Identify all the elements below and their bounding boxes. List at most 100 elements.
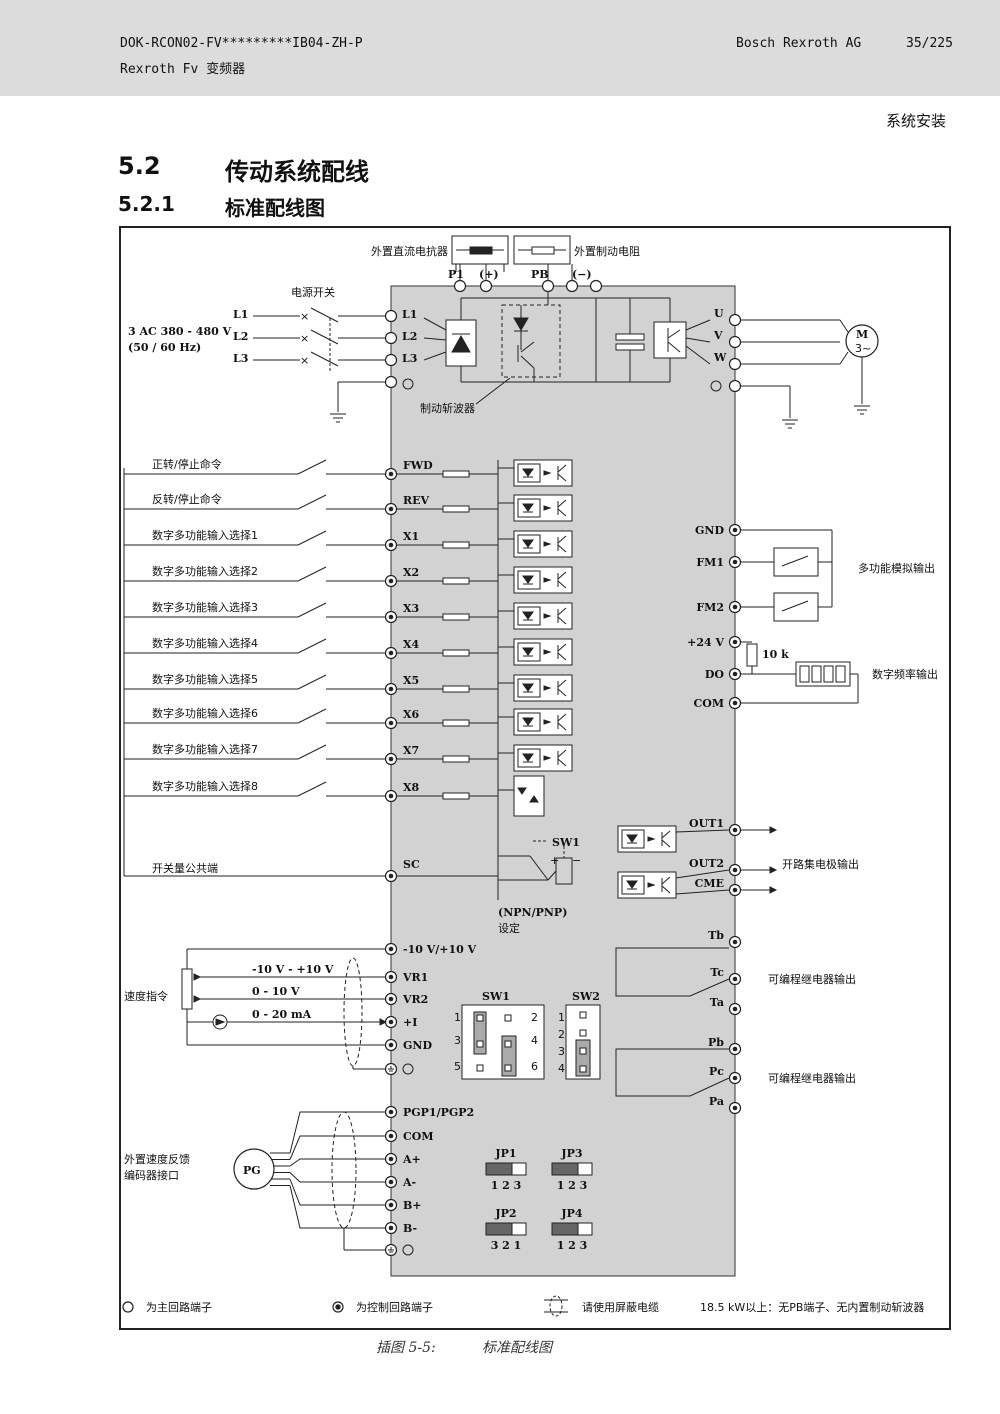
seven-segment-digit (835, 665, 846, 683)
input-terminal-x8-dot (388, 793, 394, 799)
analog-input-terminal-vr2-dot (388, 996, 394, 1002)
analog-input-terminal-gnd-dot (388, 1042, 394, 1048)
oc-output-desc: 开路集电极输出 (782, 857, 859, 871)
pullup-resistor-icon (746, 643, 758, 667)
terminal-label-out1: OUT1 (689, 817, 724, 830)
input-resistor-icon (442, 470, 470, 478)
relay2-desc: 可编程继电器输出 (768, 1071, 856, 1085)
transistor-icon (557, 713, 567, 722)
pe-icon (402, 378, 414, 390)
output-terminal-v (728, 335, 742, 349)
dip-pin-label: 2 (558, 1028, 565, 1041)
digital-input-desc: 数字多功能输入选择2 (152, 564, 258, 578)
transistor-icon (557, 508, 567, 517)
digital-input-desc: 数字多功能输入选择7 (152, 742, 258, 756)
terminal-label-b: B+ (403, 1199, 422, 1212)
analog-range-label: 0 - 20 mA (252, 1008, 312, 1021)
arrow-icon (769, 826, 778, 834)
pe-terminal-output (728, 379, 742, 393)
transistor-icon (557, 643, 567, 652)
relay2-terminal-pc-dot (732, 1075, 738, 1081)
light-arrow-icon (647, 882, 656, 888)
oc-output-terminal-out1-dot (732, 827, 738, 833)
diode-icon (529, 795, 539, 803)
oc-output-terminal-cme-dot (732, 887, 738, 893)
jumper-label: JP4 (560, 1207, 582, 1220)
input-resistor-icon (442, 541, 470, 549)
digital-input-desc: 反转/停止命令 (152, 492, 222, 506)
transistor-icon (557, 688, 567, 697)
jumper-cap (551, 1222, 579, 1236)
wire (289, 1185, 385, 1229)
shield-legend-icon (549, 1295, 563, 1317)
transistor-icon (557, 544, 567, 553)
terminal-label-do: DO (705, 668, 725, 681)
terminal-label-a: A+ (402, 1153, 421, 1166)
terminal-label-fm2: FM2 (696, 601, 724, 614)
dc-bus-terminal (479, 279, 493, 293)
input-resistor-icon (442, 755, 470, 763)
shield-icon (331, 1111, 357, 1229)
page-number: 35/225 (906, 36, 953, 51)
diode-icon (522, 575, 534, 584)
input-terminal-x2-dot (388, 578, 394, 584)
diode-icon (522, 611, 534, 620)
terminal-label-pb: PB (531, 268, 549, 281)
transistor-icon (661, 885, 671, 894)
freq-output-terminal-com-dot (732, 700, 738, 706)
encoder-terminal-com-dot (388, 1133, 394, 1139)
input-terminal-x7-dot (388, 756, 394, 762)
pe-icon (710, 380, 722, 392)
switch-contact-icon: × (300, 310, 309, 323)
pullup-resistor-value: 10 k (762, 648, 789, 661)
transistor-icon (557, 652, 567, 661)
output-terminal-u (728, 313, 742, 327)
input-terminal-x4-dot (388, 650, 394, 656)
wire (289, 1135, 385, 1160)
section-label: 系统安装 (886, 112, 947, 130)
brake-chopper-label: 制动斩波器 (420, 401, 475, 415)
analog-input-terminal-vr1-dot (388, 974, 394, 980)
resistor-icon (531, 246, 555, 255)
light-arrow-icon (543, 577, 552, 583)
light-arrow-icon (543, 505, 552, 511)
input-resistor-icon (442, 505, 470, 513)
wire (839, 319, 849, 333)
encoder-terminal-a-dot (388, 1179, 394, 1185)
inverter-body (390, 285, 736, 1277)
heading-number: 5.2 (118, 152, 161, 180)
seven-segment-digit (823, 665, 834, 683)
terminal-label-x4: X4 (403, 638, 420, 651)
terminal-label-fwd: FWD (403, 459, 433, 472)
brake-resistor-label: 外置制动电阻 (574, 245, 640, 258)
terminal-label-gnd: GND (403, 1039, 432, 1052)
terminal-label-a: A- (402, 1176, 416, 1189)
transistor-icon (557, 749, 567, 758)
dip-pin-label: 6 (531, 1060, 538, 1073)
digital-input-desc: 正转/停止命令 (152, 457, 222, 471)
input-resistor-icon (442, 792, 470, 800)
diode-icon (626, 880, 638, 889)
transistor-icon (520, 355, 535, 369)
legend-shield: 请使用屏蔽电缆 (582, 1301, 659, 1314)
arrow-icon (379, 1018, 388, 1026)
terminal-label-x2: X2 (403, 566, 419, 579)
switch-blade (297, 459, 327, 475)
potentiometer-icon (181, 968, 193, 1010)
terminal-label-x8: X8 (403, 781, 420, 794)
dc-bus-terminal (589, 279, 603, 293)
dip-pin (504, 1014, 512, 1022)
diode-icon (522, 503, 534, 512)
terminal-label-pb: Pb (708, 1036, 724, 1049)
diode-icon (522, 468, 534, 477)
terminal-label-i: +I (403, 1016, 417, 1029)
light-arrow-icon (543, 719, 552, 725)
meter-needle (781, 555, 809, 567)
switch-contact-icon: × (300, 332, 309, 345)
input-terminal-x6-dot (388, 720, 394, 726)
sw1-block-label: SW1 (482, 990, 510, 1003)
company-name: Bosch Rexroth AG (736, 36, 862, 51)
dc-bus-terminal (565, 279, 579, 293)
dip-pin (579, 1029, 587, 1037)
analog-range-label: 0 - 10 V (252, 985, 300, 998)
